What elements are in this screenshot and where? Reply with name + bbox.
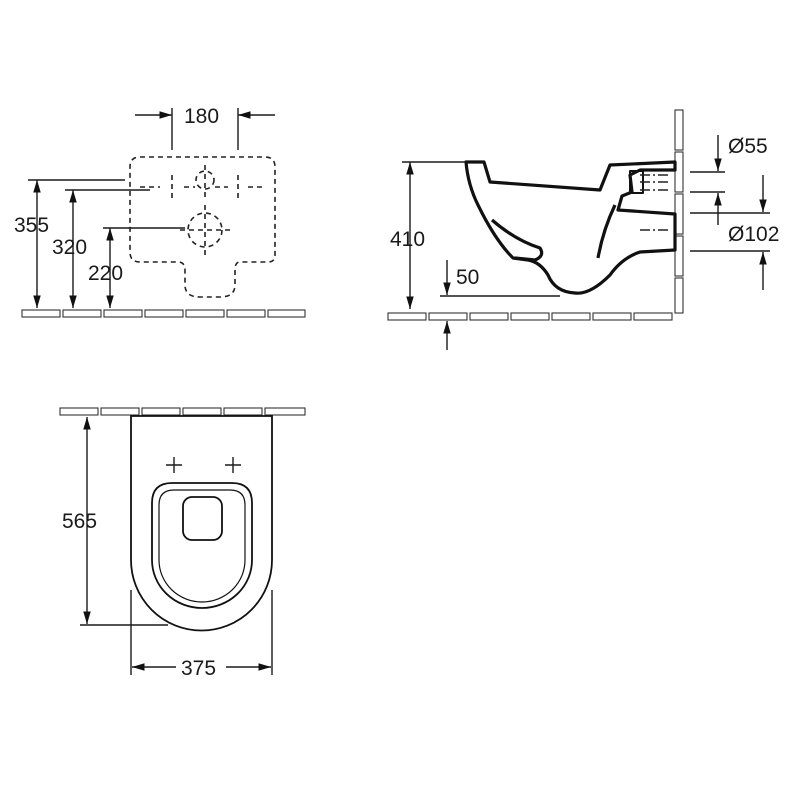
- wall: [674, 109, 684, 314]
- dim-height-355: 355: [14, 214, 49, 237]
- dim-height-220: 220: [88, 262, 123, 285]
- mounting-crosses: [166, 457, 241, 473]
- dim-floor-50: 50: [456, 266, 479, 289]
- dim-height-410: 410: [390, 228, 425, 251]
- mounting-holes: [140, 165, 262, 258]
- dim-height-320: 320: [52, 236, 87, 259]
- dim-width-375: 375: [181, 657, 216, 680]
- dim-outlet-102: Ø102: [728, 223, 779, 246]
- floor-tiles: [21, 309, 306, 318]
- dim-inlet-55: Ø55: [728, 135, 768, 158]
- top-view: 565 375: [59, 407, 306, 680]
- front-view: 180 355 320 220: [14, 105, 306, 318]
- floor-tiles: [387, 312, 673, 321]
- wall-tiles: [59, 407, 306, 416]
- dim-depth-565: 565: [62, 510, 97, 533]
- bowl-profile: [464, 160, 677, 295]
- drain-opening: [182, 496, 223, 541]
- side-view: 410 50 Ø55 Ø102: [387, 109, 779, 350]
- dim-width-180: 180: [184, 105, 219, 128]
- bowl-outline-dashed: [129, 156, 276, 298]
